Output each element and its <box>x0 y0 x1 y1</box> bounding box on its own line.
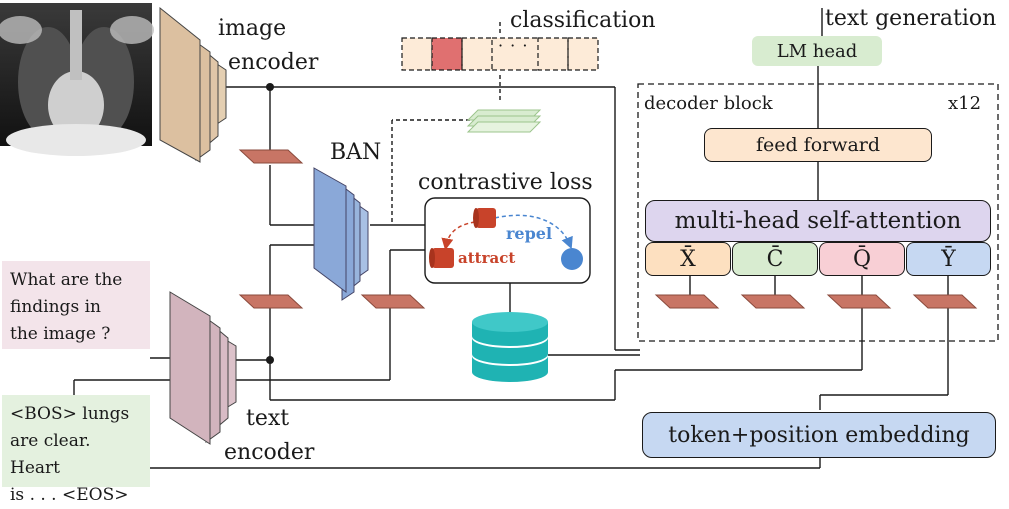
multi-head-attention-box: multi-head self-attention <box>645 200 991 242</box>
attract-label: attract <box>458 249 516 267</box>
ban-module <box>313 167 369 301</box>
projection-layer-image <box>238 149 304 164</box>
chest-xray-image <box>0 3 154 156</box>
lm-head-box: LM head <box>752 36 882 66</box>
text-encoder <box>169 291 237 445</box>
classification-label: classification <box>510 8 656 33</box>
contrastive-loss-label: contrastive loss <box>418 170 593 195</box>
decoder-block-border <box>637 83 999 342</box>
image-encoder <box>159 6 227 163</box>
text-encoder-label-2: encoder <box>224 440 315 465</box>
classification-ellipsis: · · · <box>498 36 529 55</box>
input-y-box: Ȳ <box>906 242 991 276</box>
projection-layer-x <box>654 294 720 309</box>
text-encoder-label-1: text <box>246 406 290 431</box>
report-note: <BOS> lungs are clear. Heart is . . . <E… <box>2 395 150 505</box>
question-line-1: What are the <box>10 270 123 290</box>
projection-layers <box>238 149 978 309</box>
decoder-block-label: decoder block <box>644 93 773 114</box>
projection-layer-y <box>912 294 978 309</box>
token-position-embedding-box: token+position embedding <box>642 412 996 458</box>
projection-layer-ban <box>360 294 426 309</box>
report-line-3: is . . . <EOS> <box>10 485 129 505</box>
question-note: What are the findings in the image ? <box>2 261 150 349</box>
projection-layer-q <box>826 294 892 309</box>
projection-layer-text <box>238 294 304 309</box>
connection-lines <box>73 8 949 469</box>
database-icon <box>472 312 548 382</box>
ban-label: BAN <box>330 140 382 165</box>
contrastive-loss-box <box>424 197 591 284</box>
junction-dot <box>266 83 274 91</box>
projection-layer-c <box>740 294 806 309</box>
report-line-1: <BOS> lungs <box>10 404 130 424</box>
repeat-count-label: x12 <box>948 93 982 114</box>
classification-head <box>466 109 542 133</box>
question-line-2: findings in <box>10 297 101 317</box>
input-c-box: C̄ <box>732 242 818 276</box>
text-generation-label: text generation <box>825 6 997 31</box>
repel-label: repel <box>506 224 553 243</box>
image-encoder-label-1: image <box>218 16 287 41</box>
feed-forward-box: feed forward <box>704 128 932 162</box>
report-line-2: are clear. Heart <box>10 431 91 478</box>
diagram-canvas <box>0 3 999 469</box>
image-encoder-label-2: encoder <box>228 50 319 75</box>
input-x-box: X̄ <box>645 242 731 276</box>
repel-sample-icon <box>561 248 583 270</box>
attract-sample-bottom-icon <box>429 248 454 268</box>
attract-sample-top-icon <box>473 208 496 228</box>
input-q-box: Q̄ <box>819 242 905 276</box>
question-line-3: the image ? <box>10 324 111 344</box>
classification-bar <box>401 37 599 71</box>
junction-dot <box>266 356 274 364</box>
